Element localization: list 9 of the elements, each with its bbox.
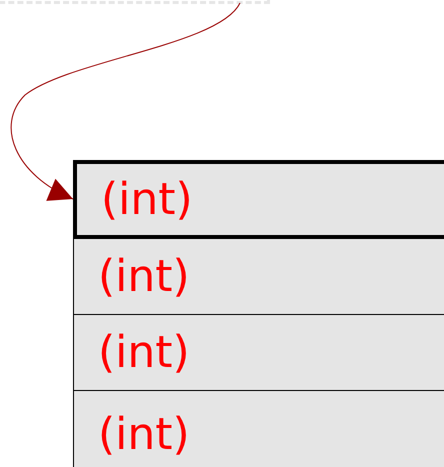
type-label: (int): [98, 254, 190, 298]
type-label: (int): [98, 330, 190, 374]
array-cell: [73, 160, 444, 239]
array-cell: [73, 314, 444, 391]
array-cell: [73, 390, 444, 467]
array-cell: [73, 238, 444, 315]
type-label: (int): [101, 178, 193, 222]
arrow: [10, 2, 240, 200]
type-label: (int): [98, 413, 190, 457]
